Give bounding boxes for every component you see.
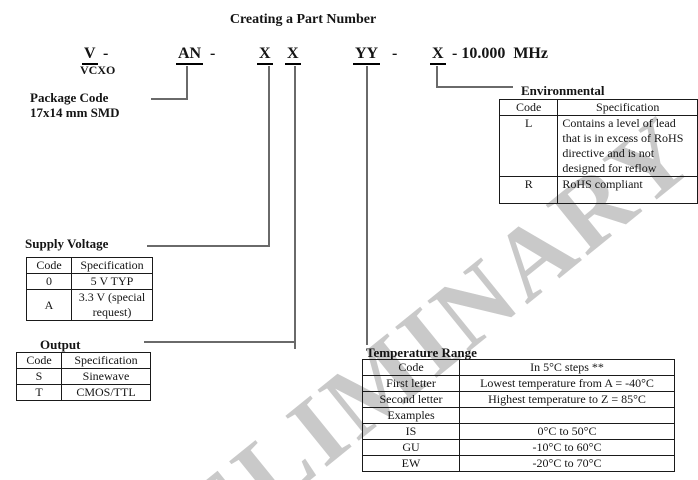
code-cell: First letter	[362, 375, 460, 392]
spec-cell: 0°C to 50°C	[459, 423, 675, 440]
code-cell: 0	[26, 273, 72, 290]
spec-cell	[459, 407, 675, 424]
table-row: S Sinewave	[16, 368, 151, 385]
code-cell: Code	[362, 359, 460, 376]
spec-cell: Contains a level of lead that is in exce…	[557, 115, 698, 177]
temperature-range-title: Temperature Range	[366, 345, 477, 360]
table-header-row: Code Specification	[16, 352, 151, 369]
part-separator: -	[103, 45, 109, 62]
code-cell: EW	[362, 455, 460, 472]
part-code-x3: X	[430, 45, 446, 65]
part-separator: -	[210, 45, 216, 62]
spec-cell: 5 V TYP	[71, 273, 153, 290]
table-row: IS 0°C to 50°C	[362, 423, 675, 440]
package-code-label: Package Code 17x14 mm SMD	[30, 90, 120, 120]
part-code-v: V	[82, 45, 98, 65]
spec-cell: Lowest temperature from A = -40°C	[459, 375, 675, 392]
table-row: T CMOS/TTL	[16, 384, 151, 401]
table-row: GU -10°C to 60°C	[362, 439, 675, 456]
header-cell: Specification	[557, 99, 698, 116]
header-cell: Code	[498, 99, 559, 116]
connector-line-supply-horizontal	[147, 245, 270, 247]
supply-voltage-title: Supply Voltage	[25, 236, 109, 251]
connector-line-environmental-vertical	[436, 66, 438, 88]
environmental-title: Environmental	[521, 83, 605, 98]
connector-line-output-horizontal	[144, 341, 296, 343]
table-row: Second letter Highest temperature to Z =…	[362, 391, 675, 408]
connector-line-temperature-vertical	[366, 66, 368, 345]
table-row: Code In 5°C steps **	[362, 359, 675, 376]
page-title: Creating a Part Number	[229, 12, 377, 27]
package-code-line2: 17x14 mm SMD	[30, 105, 120, 120]
spec-cell: 3.3 V (special request)	[71, 289, 153, 321]
table-row: Examples	[362, 407, 675, 424]
part-code-x1: X	[257, 45, 273, 65]
table-row: First letter Lowest temperature from A =…	[362, 375, 675, 392]
temperature-range-table: Code In 5°C steps ** First letter Lowest…	[362, 359, 675, 472]
environmental-table: Code Specification L Contains a level of…	[498, 99, 698, 204]
part-code-x2: X	[285, 45, 301, 65]
table-row: 0 5 V TYP	[26, 273, 153, 290]
code-cell: L	[498, 115, 559, 177]
code-cell: Second letter	[362, 391, 460, 408]
connector-line-package-horizontal	[151, 98, 188, 100]
vcxo-caption: VCXO	[80, 63, 116, 77]
connector-line-output-vertical	[294, 66, 296, 349]
spec-cell: Highest temperature to Z = 85°C	[459, 391, 675, 408]
table-header-row: Code Specification	[26, 257, 153, 274]
package-code-line1: Package Code	[30, 90, 109, 105]
header-cell: Code	[26, 257, 72, 274]
part-separator: -	[392, 45, 398, 62]
part-code-yy: YY	[353, 45, 381, 65]
spec-cell: Sinewave	[61, 368, 151, 385]
spec-cell: In 5°C steps **	[459, 359, 675, 376]
spec-cell: RoHS compliant	[557, 176, 698, 204]
spec-cell: -20°C to 70°C	[459, 455, 675, 472]
connector-line-package-vertical	[186, 66, 188, 100]
spec-cell: CMOS/TTL	[61, 384, 151, 401]
spec-cell: -10°C to 60°C	[459, 439, 675, 456]
table-row: EW -20°C to 70°C	[362, 455, 675, 472]
code-cell: Examples	[362, 407, 460, 424]
code-cell: T	[16, 384, 62, 401]
table-row: L Contains a level of lead that is in ex…	[498, 115, 698, 177]
code-cell: S	[16, 368, 62, 385]
part-code-an: AN	[176, 45, 204, 65]
output-table: Code Specification S Sinewave T CMOS/TTL	[16, 352, 151, 401]
code-cell: IS	[362, 423, 460, 440]
table-row: R RoHS compliant	[498, 176, 698, 204]
connector-line-supply-vertical	[268, 66, 270, 247]
table-header-row: Code Specification	[498, 99, 698, 116]
header-cell: Specification	[61, 352, 151, 369]
table-row: A 3.3 V (special request)	[26, 289, 153, 321]
code-cell: GU	[362, 439, 460, 456]
code-cell: R	[498, 176, 559, 204]
code-cell: A	[26, 289, 72, 321]
connector-line-environmental-horizontal	[436, 86, 513, 88]
supply-voltage-table: Code Specification 0 5 V TYP A 3.3 V (sp…	[26, 257, 153, 321]
header-cell: Code	[16, 352, 62, 369]
header-cell: Specification	[71, 257, 153, 274]
output-title: Output	[40, 337, 81, 352]
part-frequency: - 10.000 MHz	[452, 45, 548, 62]
